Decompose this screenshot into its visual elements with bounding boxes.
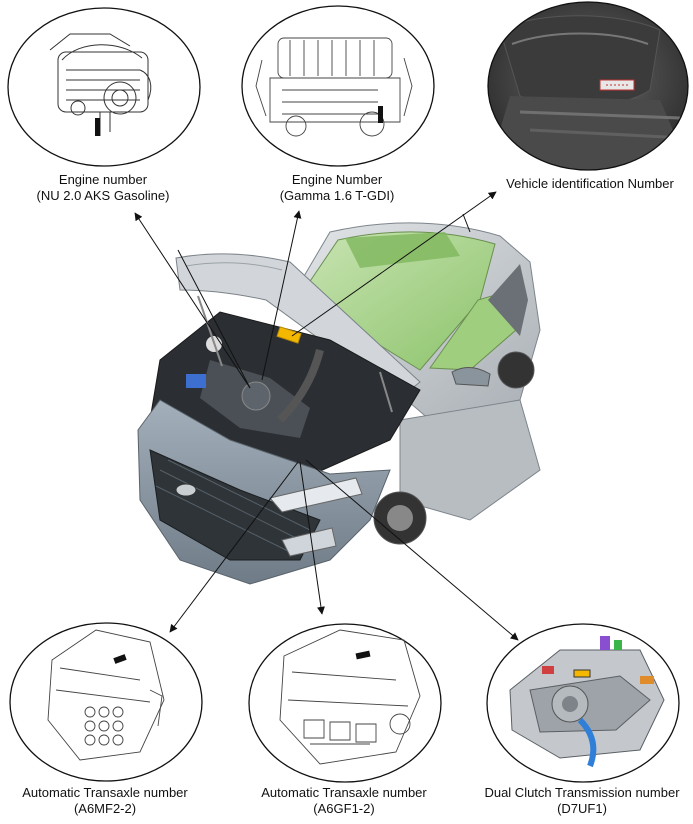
engine-gamma-id-marker [378, 106, 383, 123]
vin-plate-marker [599, 79, 635, 91]
transaxle-line-drawing-icon [47, 629, 165, 761]
engine-nu-id-marker [95, 118, 100, 136]
engine-nu-label-line1: Engine number [58, 172, 148, 187]
transaxle-a6mf2-callout [9, 622, 203, 782]
engine-gamma-label-line1: Engine Number [291, 172, 383, 187]
engine-line-drawing-icon [255, 37, 413, 137]
transaxle-a6gf1-callout [248, 623, 442, 783]
arrow-d7uf1 [305, 459, 519, 641]
engine-gamma-label-line2: (Gamma 1.6 T-GDI) [279, 188, 395, 203]
vin-label-line1: Vehicle identification Number [506, 176, 674, 191]
engine-nu-callout [7, 7, 201, 167]
vin-label: Vehicle identification Number [490, 176, 690, 192]
arrow-vin [291, 191, 497, 337]
transaxle-a6mf2-label-line2: (A6MF2-2) [73, 801, 137, 816]
arrow-a6gf1 [299, 461, 325, 615]
transaxle-a6mf2-label-line1: Automatic Transaxle number [22, 785, 188, 800]
vin-cowl-plate-marker [276, 326, 302, 344]
transaxle-a6gf1-label-line2: (A6GF1-2) [313, 801, 375, 816]
dct-d7uf1-label: Dual Clutch Transmission number (D7UF1) [476, 785, 688, 817]
engine-nu-label: Engine number (NU 2.0 AKS Gasoline) [18, 172, 188, 204]
seat-floor-photo-icon [488, 2, 688, 170]
dct-color-render-icon [509, 636, 665, 768]
transaxle-a6mf2-label: Automatic Transaxle number (A6MF2-2) [8, 785, 202, 817]
suv-hood-open-icon [137, 222, 541, 585]
vin-location-callout [487, 1, 689, 171]
dct-d7uf1-label-line2: (D7UF1) [557, 801, 607, 816]
leader-arrows [134, 191, 519, 641]
dct-d7uf1-callout [486, 623, 680, 783]
dct-d7uf1-id-marker [573, 669, 591, 678]
transaxle-a6gf1-label-line1: Automatic Transaxle number [261, 785, 427, 800]
arrow-vin-2 [462, 213, 471, 233]
engine-nu-label-line2: (NU 2.0 AKS Gasoline) [36, 188, 170, 203]
arrow-engine-nu [134, 212, 251, 389]
transaxle-a6gf1-label: Automatic Transaxle number (A6GF1-2) [247, 785, 441, 817]
engine-gamma-label: Engine Number (Gamma 1.6 T-GDI) [262, 172, 412, 204]
arrow-engine-gamma [261, 210, 302, 381]
engine-line-drawing-icon [49, 33, 152, 136]
transaxle-line-drawing-icon [279, 629, 421, 765]
engine-gamma-callout [241, 5, 435, 167]
transaxle-a6mf2-id-marker [113, 654, 127, 664]
transaxle-a6gf1-id-marker [355, 650, 371, 660]
arrow-a6mf2 [169, 461, 299, 633]
arrow-engine-nu-2 [177, 249, 251, 389]
dct-d7uf1-label-line1: Dual Clutch Transmission number [484, 785, 680, 800]
